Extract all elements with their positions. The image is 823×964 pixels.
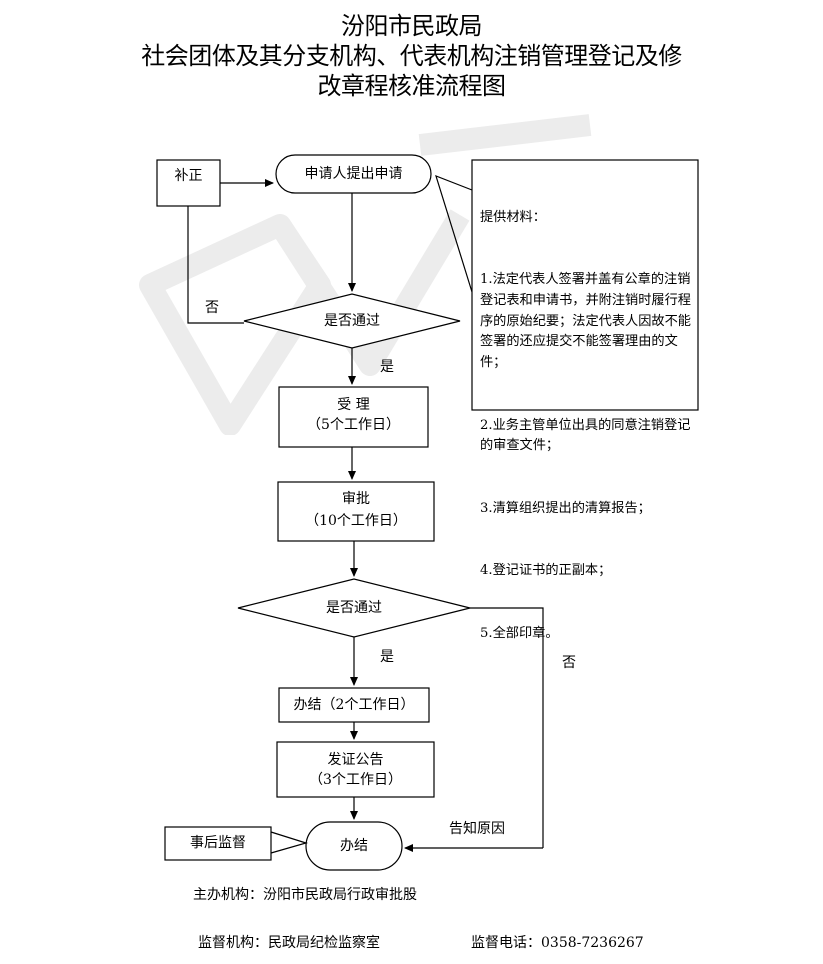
done-node [305, 821, 403, 871]
yes-label-2: 是 [380, 649, 394, 665]
finish-label: 办结（2个工作日） [293, 697, 415, 713]
decision-1-label: 是否通过 [324, 313, 380, 329]
accept-node [278, 386, 429, 448]
materials-item-1: 1.法定代表人签署并盖有公章的注销登记表和申请书，并附注销时履行程序的原始纪要；… [480, 271, 691, 371]
apply-label: 申请人提出申请 [304, 166, 403, 182]
materials-text: 提供材料： 1.法定代表人签署并盖有公章的注销登记表和申请书，并附注销时履行程序… [472, 160, 698, 641]
materials-item-5: 5.全部印章。 [480, 625, 559, 641]
title-line-2: 社会团体及其分支机构、代表机构注销管理登记及修 [141, 42, 682, 70]
host-agency: 主办机构：汾阳市民政局行政审批股 [193, 887, 417, 903]
approve-days: （10个工作日） [305, 513, 407, 529]
issue-title: 发证公告 [327, 752, 384, 768]
no-label-2: 否 [562, 655, 576, 671]
title-line-3: 改章程核准流程图 [317, 72, 507, 100]
notify-label: 告知原因 [449, 821, 505, 837]
materials-box [471, 159, 699, 411]
supervise-node [164, 826, 272, 861]
supervise-label: 事后监督 [190, 835, 246, 851]
correct-label: 补正 [174, 168, 203, 184]
decision-1 [243, 293, 461, 349]
yes-label-1: 是 [380, 359, 394, 375]
accept-title: 受 理 [337, 397, 370, 413]
title-line-1: 汾阳市民政局 [341, 12, 483, 40]
decision-2-label: 是否通过 [326, 600, 382, 616]
materials-item-4: 4.登记证书的正副本； [480, 563, 612, 579]
supervisor-agency: 监督机构：民政局纪检监察室 [198, 935, 380, 951]
materials-heading: 提供材料： [480, 209, 546, 225]
issue-days: （3个工作日） [309, 772, 402, 788]
supervision-phone: 监督电话：0358-7236267 [471, 935, 644, 951]
finish-node [278, 687, 430, 723]
no-label-1: 否 [205, 300, 219, 316]
materials-item-2: 2.业务主管单位出具的同意注销登记的审查文件； [480, 417, 691, 454]
apply-node [275, 154, 432, 194]
materials-item-3: 3.清算组织提出的清算报告； [480, 500, 651, 516]
approve-node [277, 481, 435, 542]
approve-title: 审批 [342, 491, 370, 507]
accept-days: （5个工作日） [307, 417, 400, 433]
issue-node [276, 741, 435, 798]
done-label: 办结 [340, 838, 368, 854]
